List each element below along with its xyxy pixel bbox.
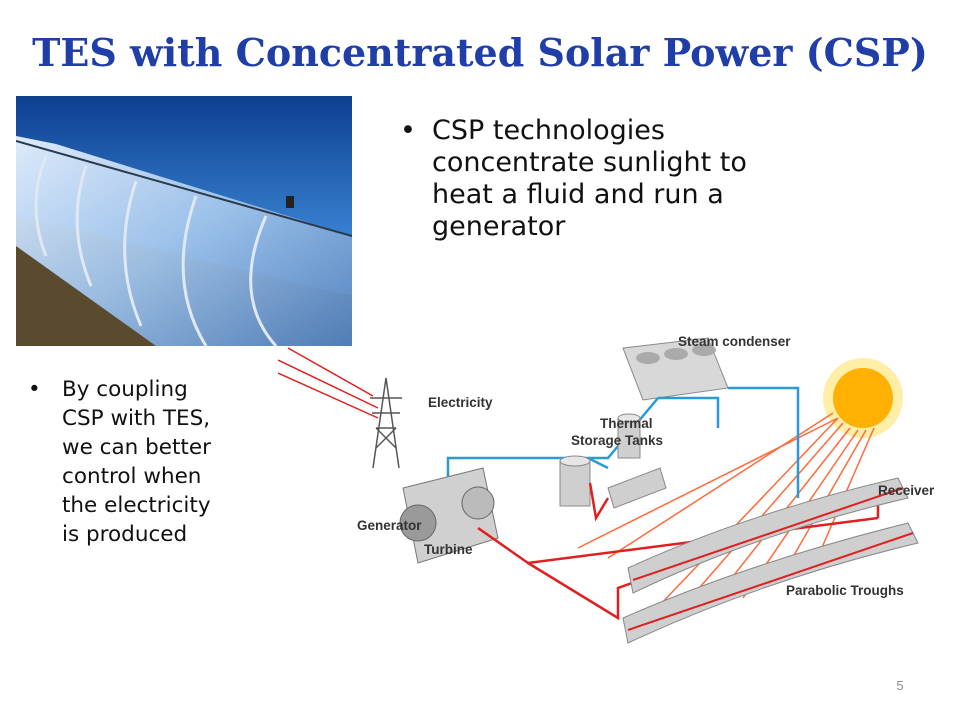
label-receiver: Receiver xyxy=(878,483,935,498)
bullet-line: concentrate sunlight to xyxy=(432,147,747,178)
csp-photo xyxy=(16,96,352,346)
electricity-lines xyxy=(278,347,379,419)
label-turbine: Turbine xyxy=(424,542,473,557)
bullet-line: heat a fluid and run a xyxy=(432,179,724,210)
parabolic-troughs-icon xyxy=(622,477,919,644)
bullet-line: the electricity xyxy=(62,493,211,518)
bullet-line: is produced xyxy=(62,522,188,547)
bullet-line: generator xyxy=(432,211,566,242)
bullet-dot: • xyxy=(400,115,416,146)
generator-turbine-icon xyxy=(399,467,499,564)
label-parabolic-troughs: Parabolic Troughs xyxy=(786,583,904,598)
transmission-tower-icon xyxy=(370,377,402,469)
bullet-csp-technologies: • CSP technologies concentrate sunlight … xyxy=(400,115,840,243)
sun-icon xyxy=(823,358,903,438)
bullet-line: control when xyxy=(62,464,202,489)
label-generator: Generator xyxy=(357,518,422,533)
bullet-dot: • xyxy=(28,377,41,402)
page-number: 5 xyxy=(896,678,904,693)
bullet-line: CSP technologies xyxy=(432,115,665,146)
thermal-storage-tanks-icon xyxy=(559,413,667,509)
slide-title: TES with Concentrated Solar Power (CSP) xyxy=(32,30,928,75)
left-bullet-list: • By coupling CSP with TES, we can bette… xyxy=(28,375,288,549)
top-bullet-list: • CSP technologies concentrate sunlight … xyxy=(400,115,840,243)
bullet-line: we can better xyxy=(62,435,211,460)
csp-system-diagram: Steam condenser Electricity Thermal Stor… xyxy=(278,334,935,644)
bullet-line: CSP with TES, xyxy=(62,406,211,431)
label-electricity: Electricity xyxy=(428,395,493,410)
label-storage-tanks: Storage Tanks xyxy=(571,433,663,448)
label-steam-condenser: Steam condenser xyxy=(678,334,791,349)
label-thermal: Thermal xyxy=(600,416,653,431)
bullet-coupling-tes: • By coupling CSP with TES, we can bette… xyxy=(28,375,288,549)
steam-condenser-icon xyxy=(622,337,729,401)
bullet-line: By coupling xyxy=(62,377,188,402)
